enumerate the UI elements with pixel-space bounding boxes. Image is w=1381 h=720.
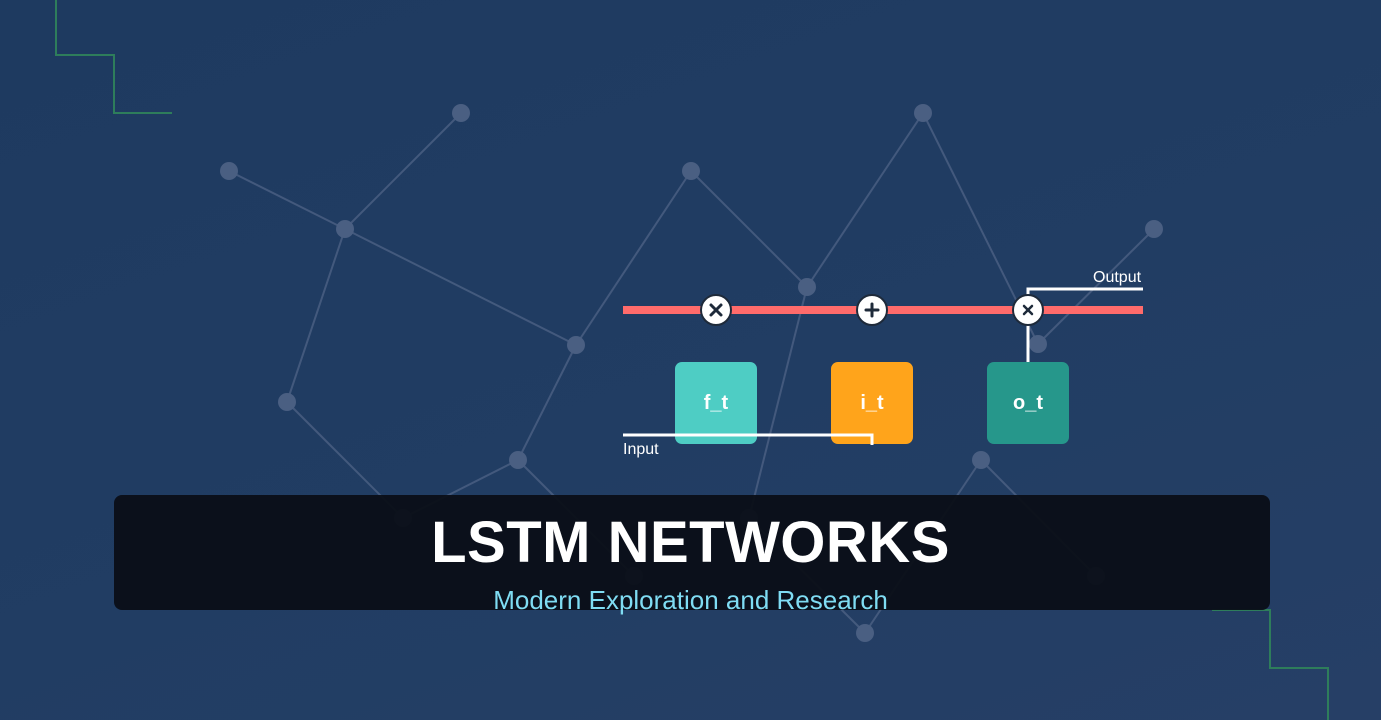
network-edge: [344, 112, 462, 230]
network-edge: [344, 228, 577, 346]
plus-icon: [856, 294, 888, 326]
network-edge: [517, 344, 577, 461]
network-edge: [228, 170, 346, 230]
output-label: Output: [1093, 269, 1142, 286]
forget-gate: f_t: [675, 362, 757, 444]
network-node: [1029, 335, 1047, 353]
input-wire: [623, 433, 874, 445]
network-edge: [806, 112, 924, 288]
multiply-icon: [1012, 294, 1044, 326]
output-wire: [1026, 287, 1143, 362]
multiply-icon: [700, 294, 732, 326]
forget-gate-label: f_t: [703, 391, 729, 414]
network-node: [220, 162, 238, 180]
output-gate-label: o_t: [1013, 391, 1043, 414]
network-node: [972, 451, 990, 469]
network-node: [452, 104, 470, 122]
network-node: [682, 162, 700, 180]
network-node: [1145, 220, 1163, 238]
network-node: [567, 336, 585, 354]
title-banner: [114, 495, 1270, 610]
network-edge: [575, 170, 692, 346]
network-edge: [748, 286, 808, 519]
network-node: [914, 104, 932, 122]
top-left-step-line: [55, 0, 172, 114]
output-gate: o_t: [987, 362, 1069, 444]
page-subtitle: Modern Exploration and Research: [493, 585, 888, 615]
network-node: [509, 451, 527, 469]
input-label: Input: [623, 441, 659, 458]
network-edge: [690, 170, 808, 288]
bottom-right-step-line: [1212, 609, 1329, 720]
network-node: [856, 624, 874, 642]
input-gate: i_t: [831, 362, 913, 444]
page-title: LSTM NETWORKS: [431, 510, 950, 575]
network-edge: [286, 228, 346, 403]
network-node: [798, 278, 816, 296]
network-node: [336, 220, 354, 238]
network-node: [278, 393, 296, 411]
input-gate-label: i_t: [860, 391, 884, 414]
network-edge: [1037, 228, 1155, 345]
